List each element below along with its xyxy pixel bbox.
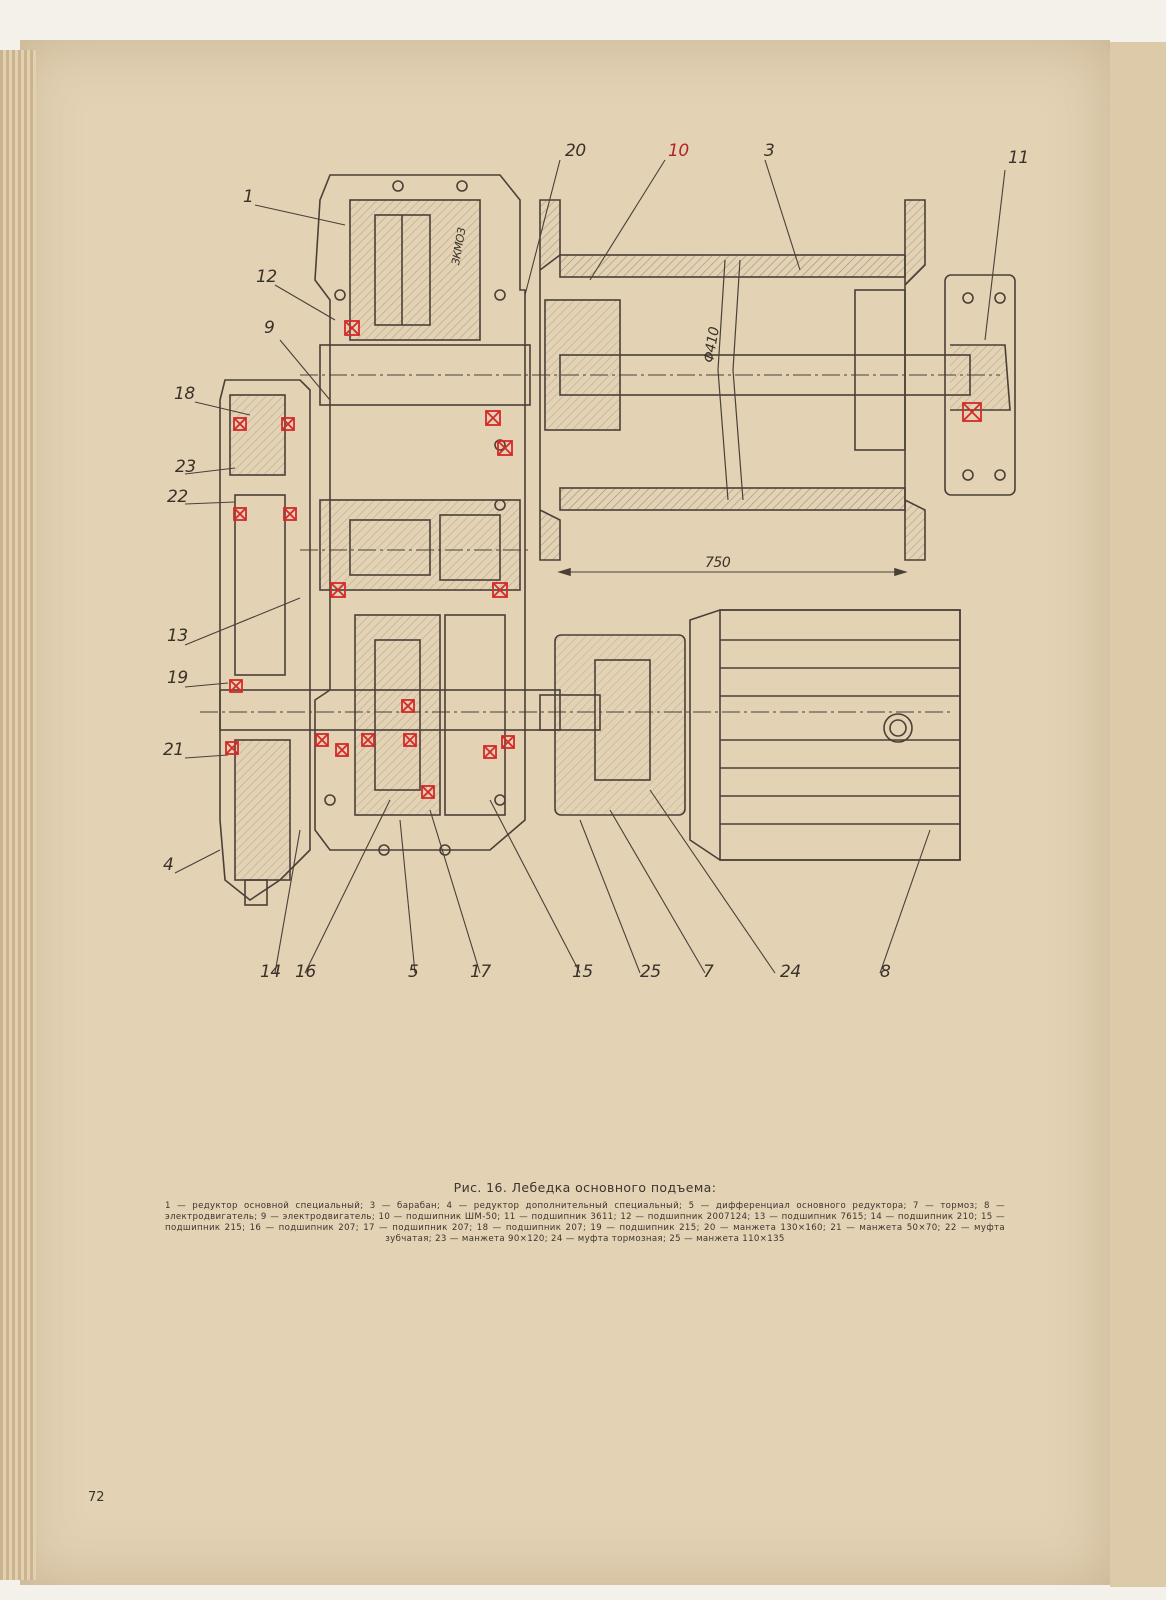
callout-7: 7 bbox=[703, 962, 714, 982]
adjacent-page-edge bbox=[1110, 42, 1166, 1587]
drum-hub bbox=[544, 299, 621, 431]
callout-12: 12 bbox=[256, 267, 277, 287]
bearing-housing-11 bbox=[944, 274, 1016, 496]
drum-length-dimension: 750 bbox=[705, 555, 731, 571]
electric-motor-8 bbox=[689, 609, 961, 861]
bearing-markers bbox=[225, 320, 982, 799]
callout-11: 11 bbox=[1008, 148, 1029, 168]
drum-flange-left bbox=[539, 199, 561, 561]
gear-1-block bbox=[349, 199, 481, 341]
callout-13: 13 bbox=[167, 626, 188, 646]
main-reducer-housing bbox=[314, 174, 526, 851]
callout-22: 22 bbox=[167, 487, 188, 507]
callout-25: 25 bbox=[640, 962, 661, 982]
callout-4: 4 bbox=[163, 855, 174, 875]
callout-18: 18 bbox=[174, 384, 195, 404]
caption-title: Рис. 16. Лебедка основного подъема: bbox=[453, 1180, 717, 1195]
figure-caption: Рис. 16. Лебедка основного подъема: 1 — … bbox=[165, 1180, 1005, 1245]
callout-24: 24 bbox=[780, 962, 801, 982]
callout-15: 15 bbox=[572, 962, 593, 982]
callout-9: 9 bbox=[264, 318, 275, 338]
caption-text: 1 — редуктор основной специальный; 3 — б… bbox=[165, 1201, 1005, 1244]
callout-19: 19 bbox=[167, 668, 188, 688]
callout-20: 20 bbox=[565, 141, 586, 161]
callout-8: 8 bbox=[880, 962, 891, 982]
drum-shell-bottom bbox=[559, 487, 906, 511]
callout-23: 23 bbox=[175, 457, 196, 477]
callout-5: 5 bbox=[408, 962, 419, 982]
additional-reducer-housing bbox=[219, 379, 311, 901]
page-number: 72 bbox=[88, 1490, 105, 1505]
callout-1: 1 bbox=[243, 187, 254, 207]
callout-17: 17 bbox=[470, 962, 491, 982]
brake-drum bbox=[554, 634, 686, 816]
callout-21: 21 bbox=[163, 740, 184, 760]
callout-3: 3 bbox=[764, 141, 775, 161]
drum-flange-right bbox=[904, 199, 926, 561]
page-stack-edges bbox=[0, 50, 36, 1580]
callout-10: 10 bbox=[668, 141, 689, 161]
callout-14: 14 bbox=[260, 962, 281, 982]
differential bbox=[354, 614, 441, 816]
drum-shell-top bbox=[559, 254, 906, 278]
upper-shaft bbox=[319, 344, 531, 406]
callout-16: 16 bbox=[295, 962, 316, 982]
